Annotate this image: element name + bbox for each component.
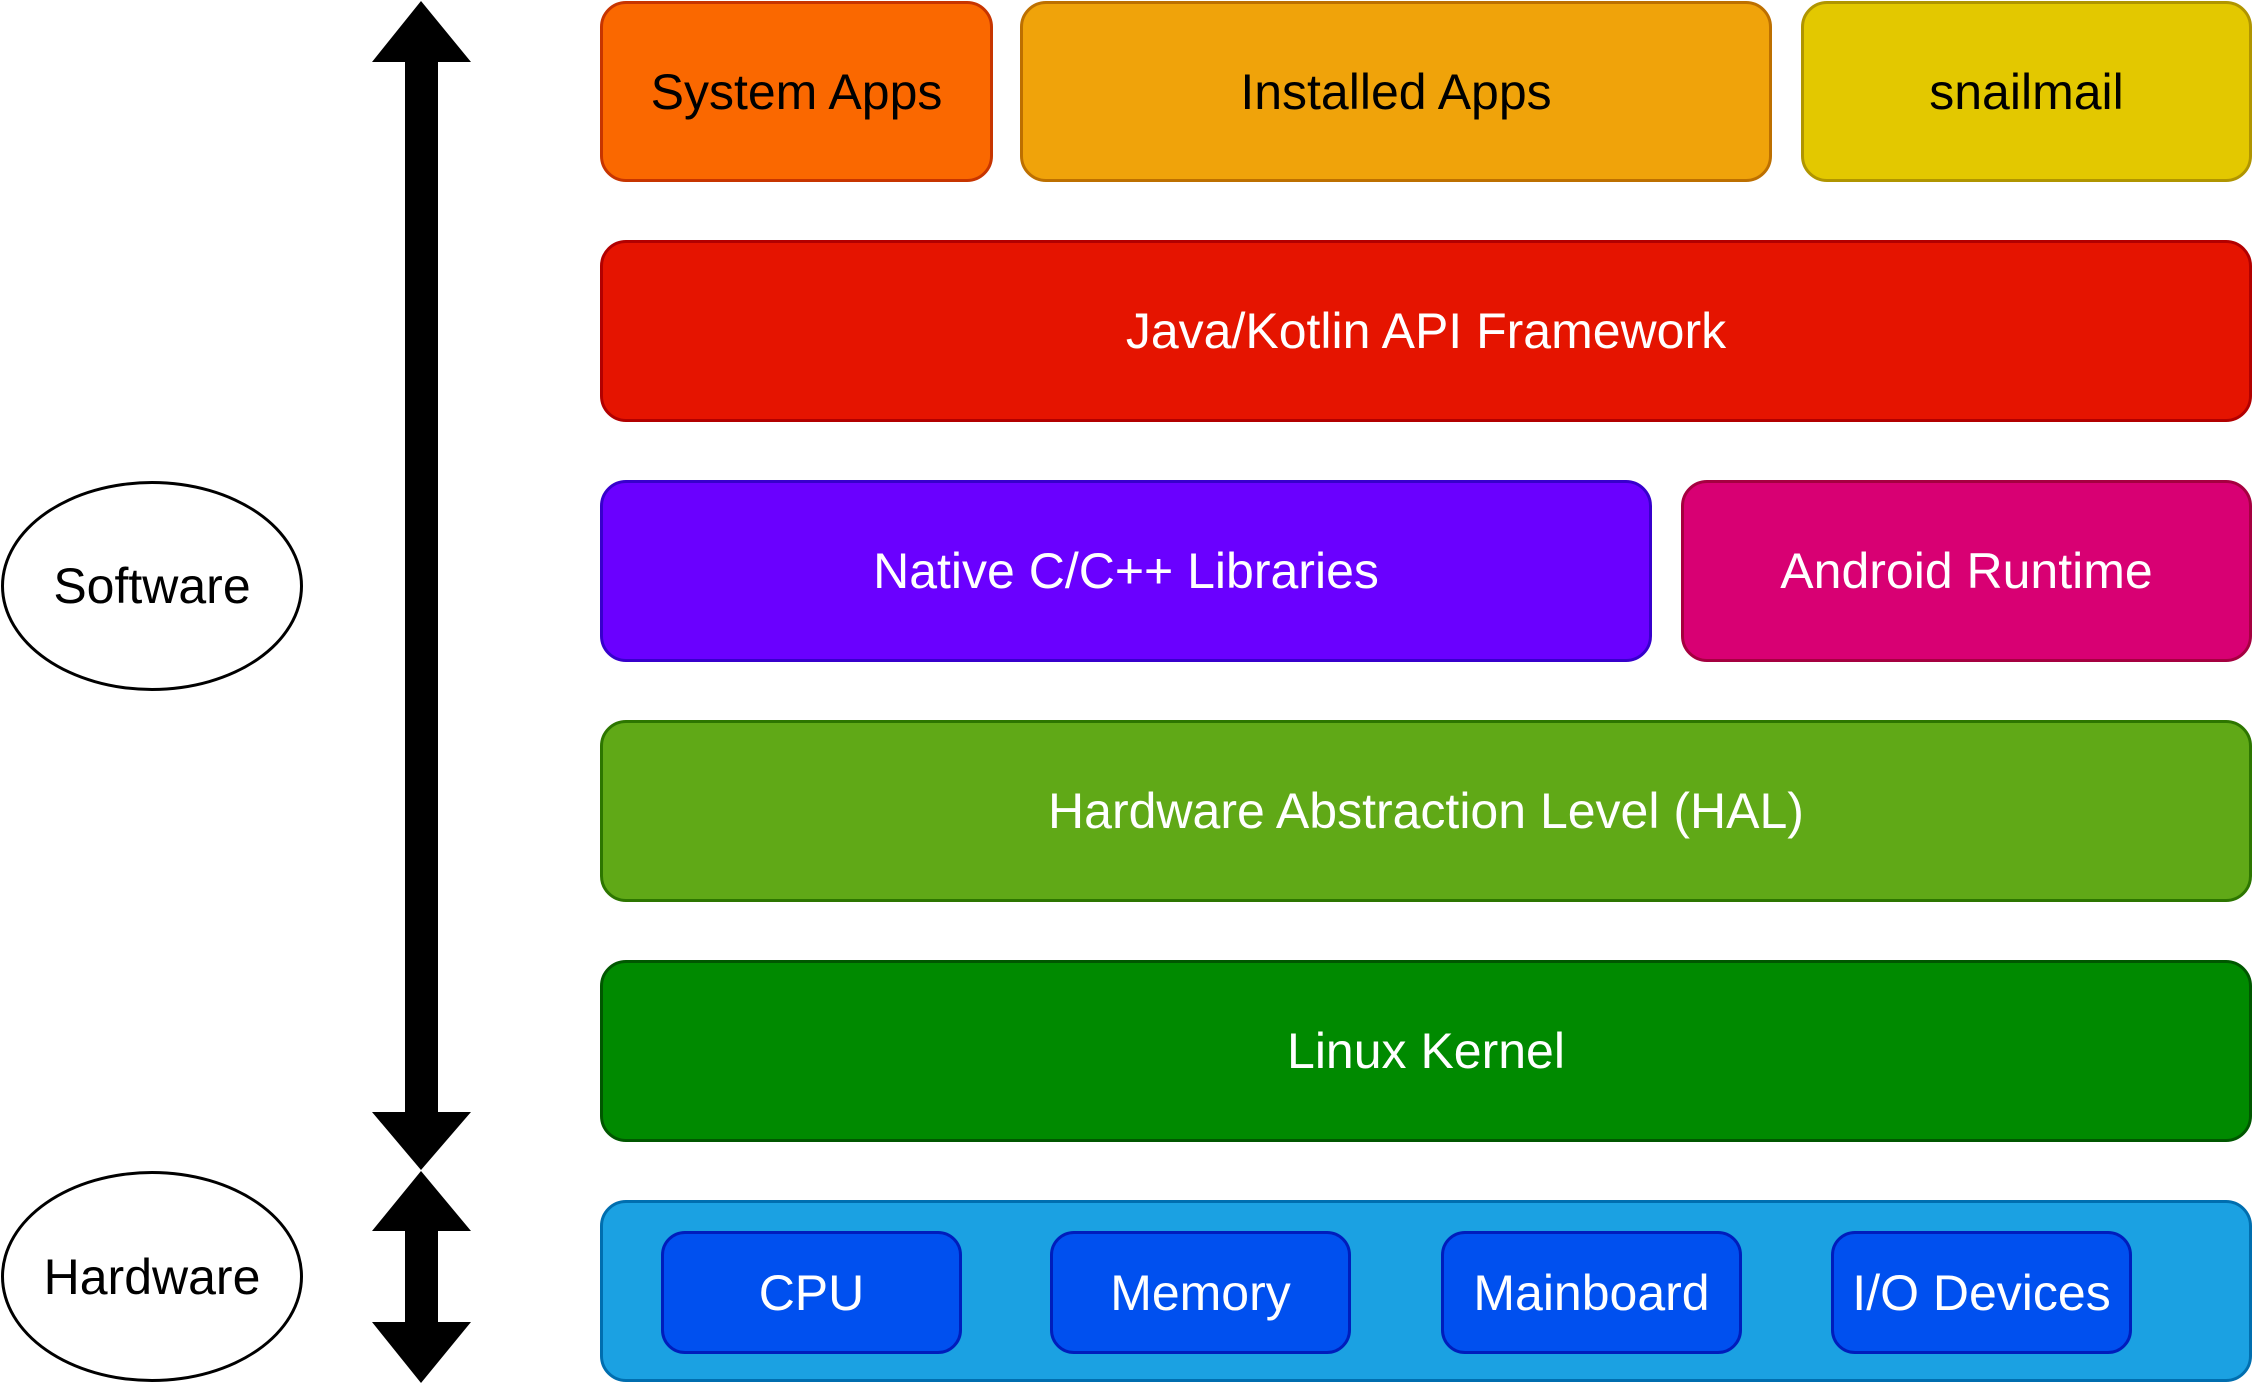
hardware-span-arrow	[372, 1171, 471, 1383]
system-apps-box: System Apps	[600, 1, 993, 182]
system-apps-label: System Apps	[650, 63, 943, 120]
hardware-component-label: Mainboard	[1473, 1264, 1710, 1321]
hardware-component-memory: Memory	[1050, 1231, 1351, 1354]
linux-kernel-label: Linux Kernel	[1287, 1023, 1565, 1079]
api-framework-box: Java/Kotlin API Framework	[600, 240, 2252, 422]
snailmail-label: snailmail	[1929, 63, 2124, 120]
hal-box: Hardware Abstraction Level (HAL)	[600, 720, 2252, 902]
software-span-arrow	[372, 1, 471, 1170]
hardware-label: Hardware	[1, 1171, 303, 1382]
software-label: Software	[1, 481, 303, 691]
hardware-component-label: CPU	[758, 1264, 865, 1321]
hardware-component-label: I/O Devices	[1852, 1264, 2111, 1321]
android-runtime-label: Android Runtime	[1780, 543, 2153, 599]
native-libraries-label: Native C/C++ Libraries	[873, 543, 1379, 599]
api-framework-label: Java/Kotlin API Framework	[1125, 303, 1727, 359]
installed-apps-box: Installed Apps	[1020, 1, 1772, 182]
hal-label: Hardware Abstraction Level (HAL)	[1048, 783, 1804, 839]
native-libraries-box: Native C/C++ Libraries	[600, 480, 1652, 662]
hardware-component-cpu: CPU	[661, 1231, 962, 1354]
linux-kernel-box: Linux Kernel	[600, 960, 2252, 1142]
installed-apps-label: Installed Apps	[1240, 63, 1552, 120]
hardware-component-io-devices: I/O Devices	[1831, 1231, 2132, 1354]
snailmail-box: snailmail	[1801, 1, 2252, 182]
hardware-component-mainboard: Mainboard	[1441, 1231, 1742, 1354]
hardware-label-text: Hardware	[43, 1248, 261, 1305]
hardware-component-label: Memory	[1110, 1264, 1291, 1321]
software-label-text: Software	[53, 558, 251, 614]
android-runtime-box: Android Runtime	[1681, 480, 2252, 662]
